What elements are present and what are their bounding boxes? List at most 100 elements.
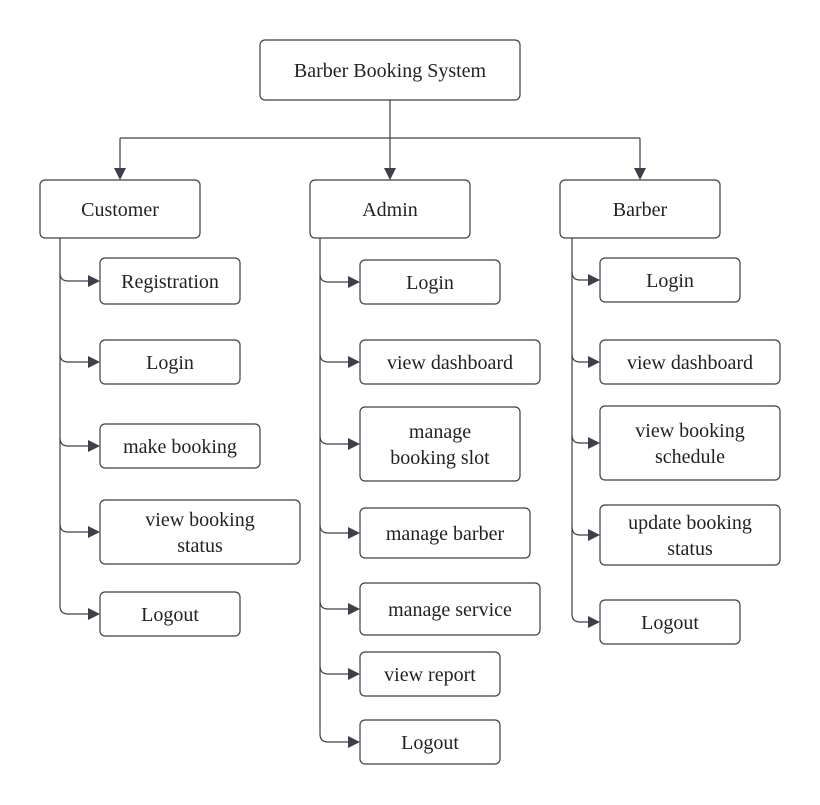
arrowhead [588, 437, 600, 449]
arrowhead [88, 608, 100, 620]
arrowhead [114, 168, 126, 180]
group-node-barber-box [559, 179, 721, 239]
arrowhead [88, 440, 100, 452]
item-node-barber-view-dashboard-label: view dashboard [627, 352, 753, 374]
arrowhead [88, 356, 100, 368]
group-node-customer-label: Customer [81, 199, 159, 221]
branch-line [571, 353, 598, 363]
arrowhead [348, 668, 360, 680]
item-node-admin-login: Login [359, 259, 501, 305]
item-node-admin-view-dashboard: view dashboard [359, 339, 541, 385]
group-node-barber: Barber [559, 179, 721, 239]
arrowhead [588, 356, 600, 368]
arrowhead [384, 168, 396, 180]
item-node-barber-view-dashboard: view dashboard [599, 339, 781, 385]
item-node-customer-view-booking-status-label: status [177, 535, 223, 557]
item-node-admin-manage-booking-slot: manage booking slot [359, 406, 521, 482]
item-node-customer-login: Login [99, 339, 241, 385]
branch-line [571, 613, 598, 623]
item-node-admin-manage-barber-label: manage barber [386, 523, 505, 545]
item-node-admin-manage-booking-slot-box [359, 406, 521, 482]
item-node-customer-view-booking-status: view booking status [99, 499, 301, 565]
group-node-admin-box [309, 179, 471, 239]
item-node-barber-update-booking-status-label: status [667, 538, 713, 560]
branch-line [59, 523, 98, 533]
item-node-barber-view-dashboard-box [599, 339, 781, 385]
item-node-admin-logout: Logout [359, 719, 501, 765]
arrowhead [588, 616, 600, 628]
branch-line [571, 271, 598, 281]
item-node-barber-logout-box [599, 599, 741, 645]
item-node-customer-make-booking: make booking [99, 423, 261, 469]
branch-line [319, 600, 358, 610]
item-node-customer-registration-box [99, 257, 241, 305]
item-node-customer-login-box [99, 339, 241, 385]
group-node-admin: Admin [309, 179, 471, 239]
item-node-admin-login-box [359, 259, 501, 305]
root-node-barber-booking-system-label: Barber Booking System [294, 60, 487, 82]
item-node-admin-view-report-label: view report [384, 664, 476, 686]
branch-line [571, 526, 598, 536]
branch-line [319, 435, 358, 445]
item-node-admin-manage-service: manage service [359, 582, 541, 636]
branch-line [319, 665, 358, 675]
item-node-customer-logout: Logout [99, 591, 241, 637]
item-node-customer-logout-box [99, 591, 241, 637]
branch-line [59, 605, 98, 615]
arrowhead [348, 356, 360, 368]
item-node-admin-manage-barber-box [359, 507, 531, 559]
item-node-customer-registration-label: Registration [121, 271, 219, 293]
branch-line [59, 272, 98, 282]
item-node-admin-manage-service-label: manage service [388, 599, 512, 621]
branch-line [571, 434, 598, 444]
nodes: Barber Booking SystemCustomerRegistratio… [39, 39, 781, 765]
arrowhead [588, 274, 600, 286]
group-node-barber-label: Barber [613, 199, 668, 221]
arrowhead [88, 526, 100, 538]
item-node-barber-view-booking-schedule-label: schedule [655, 446, 725, 468]
branch-line [319, 733, 358, 743]
arrowhead [588, 529, 600, 541]
arrowhead [88, 275, 100, 287]
item-node-customer-login-label: Login [146, 352, 194, 374]
item-node-barber-update-booking-status-label: update booking [628, 512, 752, 534]
branch-line [59, 353, 98, 363]
branch-line [59, 437, 98, 447]
item-node-customer-make-booking-box [99, 423, 261, 469]
arrowhead [634, 168, 646, 180]
arrowhead [348, 736, 360, 748]
item-node-barber-login-box [599, 257, 741, 303]
group-node-admin-label: Admin [362, 199, 418, 221]
item-node-barber-logout-label: Logout [641, 612, 699, 634]
item-node-admin-manage-service-box [359, 582, 541, 636]
item-node-barber-update-booking-status-box [599, 504, 781, 566]
item-node-admin-view-report: view report [359, 651, 501, 697]
group-node-customer-box [39, 179, 201, 239]
item-node-customer-view-booking-status-label: view booking [145, 509, 254, 531]
group-node-customer: Customer [39, 179, 201, 239]
arrowhead [348, 438, 360, 450]
branch-line [319, 273, 358, 283]
root-node-barber-booking-system-box [259, 39, 521, 101]
item-node-barber-login: Login [599, 257, 741, 303]
item-node-barber-logout: Logout [599, 599, 741, 645]
item-node-admin-manage-booking-slot-label: booking slot [390, 447, 490, 469]
item-node-barber-view-booking-schedule-box [599, 405, 781, 481]
item-node-customer-view-booking-status-box [99, 499, 301, 565]
item-node-admin-login-label: Login [406, 272, 454, 294]
item-node-customer-make-booking-label: make booking [123, 436, 237, 458]
item-node-admin-manage-booking-slot-label: manage [409, 421, 471, 443]
item-node-admin-logout-box [359, 719, 501, 765]
arrowhead [348, 276, 360, 288]
item-node-admin-view-dashboard-box [359, 339, 541, 385]
item-node-admin-manage-barber: manage barber [359, 507, 531, 559]
branch-line [319, 524, 358, 534]
item-node-admin-logout-label: Logout [401, 732, 459, 754]
item-node-barber-login-label: Login [646, 270, 694, 292]
branch-line [319, 353, 358, 363]
root-node-barber-booking-system: Barber Booking System [259, 39, 521, 101]
connectors [59, 100, 646, 748]
item-node-barber-update-booking-status: update booking status [599, 504, 781, 566]
